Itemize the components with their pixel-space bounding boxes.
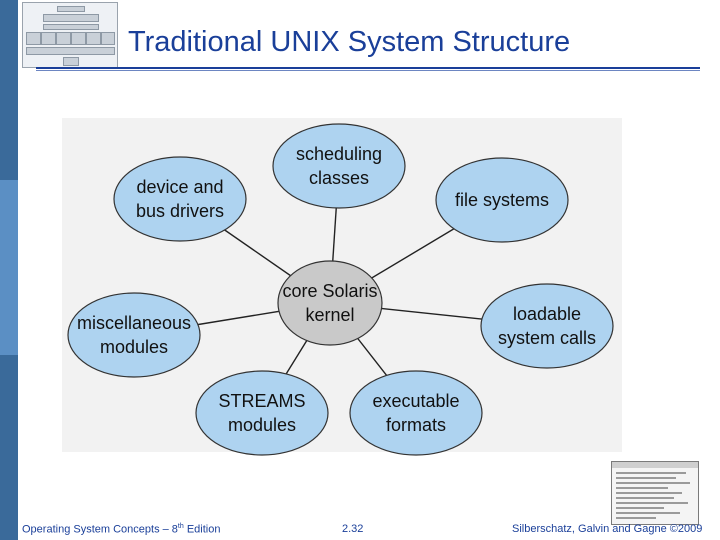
left-accent-bar	[0, 0, 18, 540]
module-ellipse-executable	[349, 370, 483, 456]
title-underline	[36, 67, 700, 69]
center-ellipse-core	[277, 260, 383, 346]
module-misc: miscellaneous modules	[67, 292, 201, 378]
module-label-loadable: loadable	[513, 304, 581, 324]
center-core: core Solaris kernel	[277, 260, 383, 346]
layered-structure-thumbnail	[22, 2, 118, 68]
module-scheduling: scheduling classes	[272, 123, 406, 209]
module-label-loadable: system calls	[498, 328, 596, 348]
center-label-core: kernel	[305, 305, 354, 325]
module-streams: STREAMS modules	[195, 370, 329, 456]
module-ellipse-device	[113, 156, 247, 242]
module-ellipse-file-systems	[435, 157, 569, 243]
module-label-executable: executable	[372, 391, 459, 411]
module-label-streams: modules	[228, 415, 296, 435]
module-label-device: bus drivers	[136, 201, 224, 221]
module-ellipse-misc	[67, 292, 201, 378]
title-underline-thin	[36, 70, 700, 71]
footer-page-number: 2.32	[342, 523, 364, 535]
slide-title: Traditional UNIX System Structure	[128, 26, 571, 58]
module-label-misc: modules	[100, 337, 168, 357]
center-label-core: core Solaris	[282, 281, 377, 301]
module-label-file-systems: file systems	[455, 190, 549, 210]
module-ellipse-streams	[195, 370, 329, 456]
module-loadable: loadable system calls	[480, 283, 614, 369]
module-executable: executable formats	[349, 370, 483, 456]
terminal-thumbnail	[611, 461, 699, 525]
module-label-streams: STREAMS	[218, 391, 305, 411]
module-device: device and bus drivers	[113, 156, 247, 242]
module-label-misc: miscellaneous	[77, 313, 191, 333]
footer-book-title: Operating System Concepts – 8th Edition	[22, 523, 221, 536]
module-label-scheduling: classes	[309, 168, 369, 188]
module-label-device: device and	[136, 177, 223, 197]
module-label-executable: formats	[386, 415, 446, 435]
module-label-scheduling: scheduling	[296, 144, 382, 164]
module-ellipse-loadable	[480, 283, 614, 369]
footer-copyright: Silberschatz, Galvin and Gagne ©2009	[512, 523, 703, 535]
module-ellipse-scheduling	[272, 123, 406, 209]
module-file-systems: file systems	[435, 157, 569, 243]
